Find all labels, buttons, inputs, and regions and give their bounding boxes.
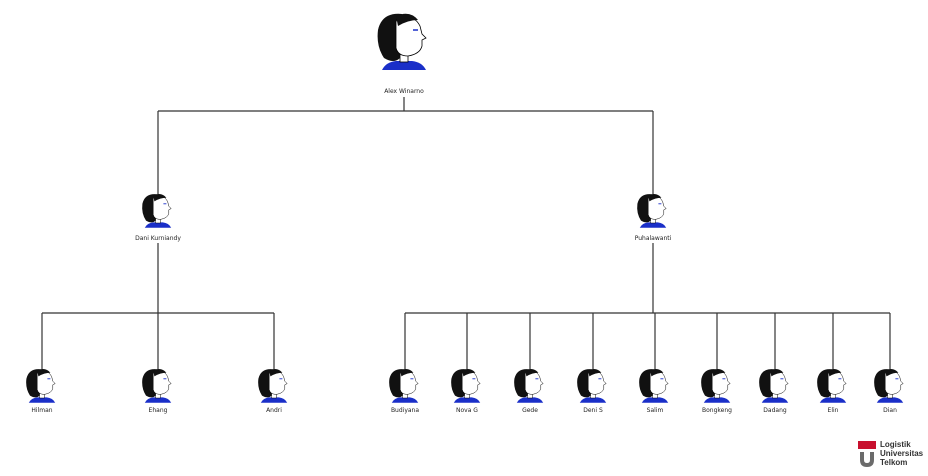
report-name-label-1-1: Nova G — [456, 407, 478, 414]
report-name-label-1-8: Dian — [883, 407, 897, 414]
report-name-label-1-0: Budiyana — [391, 407, 419, 414]
report-name-label-1-2: Gede — [522, 407, 538, 414]
report-name-label-1-5: Bongkeng — [702, 407, 732, 414]
report-0-0-avatar-icon — [26, 369, 56, 403]
report-name-label-1-4: Salim — [647, 407, 664, 414]
report-name-label-1-7: Elin — [828, 407, 839, 414]
manager-name-label-1: Puhalawanti — [635, 235, 672, 242]
report-1-0-avatar-icon — [389, 369, 419, 403]
logo-line-3: Telkom — [880, 458, 908, 467]
logo-text: Logistik Universitas Telkom — [880, 440, 923, 467]
manager-name-label-0: Dani Kurniandy — [135, 235, 181, 242]
logo-line-1: Logistik — [880, 440, 911, 449]
report-name-label-0-2: Andri — [266, 407, 282, 414]
report-name-label-0-1: Ehang — [149, 407, 168, 414]
report-1-7-avatar-icon — [817, 369, 847, 403]
report-1-6-avatar-icon — [759, 369, 789, 403]
report-name-label-0-0: Hilman — [31, 407, 52, 414]
report-1-4-avatar-icon — [639, 369, 669, 403]
report-name-label-1-3: Deni S — [583, 407, 603, 414]
report-0-2-avatar-icon — [258, 369, 288, 403]
manager-1-avatar-icon — [637, 194, 667, 228]
report-1-5-avatar-icon — [701, 369, 731, 403]
manager-0-avatar-icon — [142, 194, 172, 228]
telkom-logo-icon — [858, 441, 876, 467]
report-0-1-avatar-icon — [142, 369, 172, 403]
report-1-1-avatar-icon — [451, 369, 481, 403]
report-1-2-avatar-icon — [514, 369, 544, 403]
root-avatar-icon — [377, 13, 427, 70]
root-name-label: Alex Winarno — [384, 88, 424, 95]
logo-line-2: Universitas — [880, 449, 924, 458]
report-name-label-1-6: Dadang — [763, 407, 787, 414]
report-1-3-avatar-icon — [577, 369, 607, 403]
university-logo: Logistik Universitas Telkom — [856, 440, 926, 470]
report-1-8-avatar-icon — [874, 369, 904, 403]
